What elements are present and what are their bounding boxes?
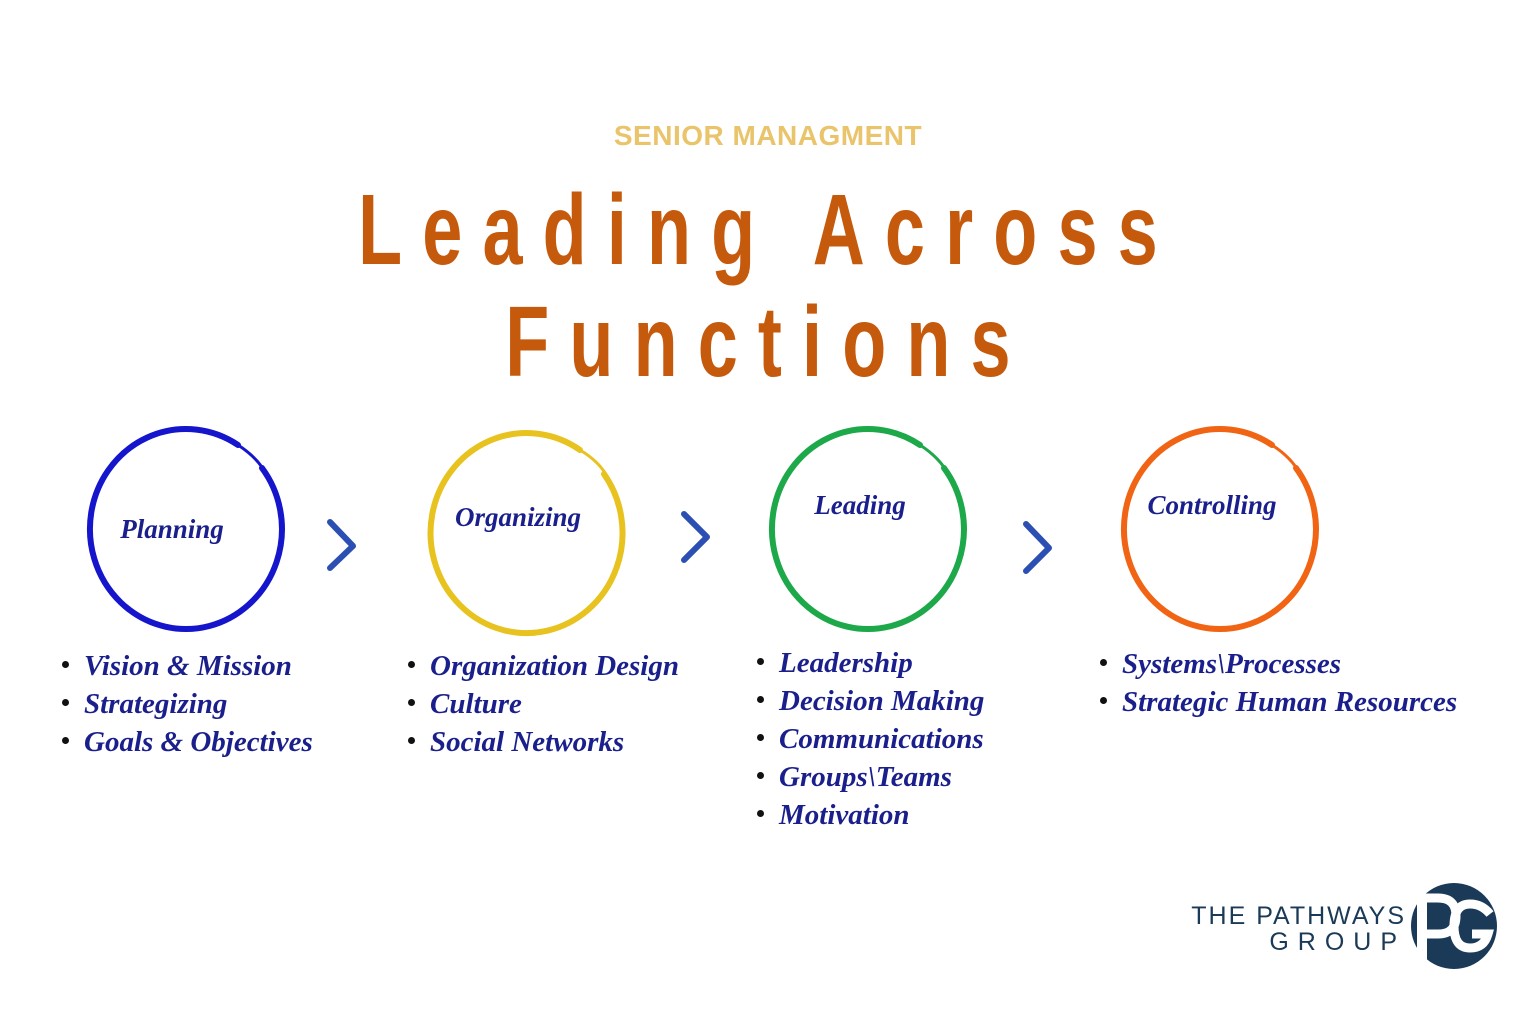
list-item: Decision Making: [757, 682, 984, 720]
main-title-line-1: Leading Across: [358, 174, 1178, 286]
list-item: Strategizing: [62, 685, 313, 723]
stage-label-organizing: Organizing: [454, 502, 582, 532]
list-item: Strategic Human Resources: [1100, 683, 1457, 721]
pathways-logo-icon: [1411, 883, 1497, 969]
planning-items-list: Vision & Mission Strategizing Goals & Ob…: [62, 647, 313, 761]
stage-controlling-circle: [1120, 426, 1319, 633]
list-item: Culture: [408, 685, 679, 723]
logo-text-line-1: THE PATHWAYS: [1191, 902, 1406, 930]
stage-label-controlling: Controlling: [1147, 490, 1277, 520]
list-item: Groups\Teams: [757, 758, 984, 796]
list-item: Motivation: [757, 796, 984, 834]
leading-items-list: Leadership Decision Making Communication…: [757, 644, 984, 834]
process-diagram: [86, 426, 1319, 637]
stage-planning-circle: [86, 426, 285, 633]
logo-text-line-2: GROUP: [1269, 928, 1406, 956]
main-title-line-2: Functions: [505, 286, 1031, 398]
stage-label-planning: Planning: [120, 514, 224, 544]
list-item: Vision & Mission: [62, 647, 313, 685]
stage-leading-circle: [768, 426, 967, 633]
controlling-items-list: Systems\Processes Strategic Human Resour…: [1100, 645, 1457, 721]
stage-organizing-circle: [427, 430, 626, 637]
chevron-right-icon: [1023, 521, 1052, 574]
list-item: Communications: [757, 720, 984, 758]
organizing-items-list: Organization Design Culture Social Netwo…: [408, 647, 679, 761]
list-item: Leadership: [757, 644, 984, 682]
chevron-right-icon: [327, 519, 356, 571]
list-item: Organization Design: [408, 647, 679, 685]
stage-label-leading: Leading: [814, 490, 906, 520]
chevron-right-icon: [681, 511, 710, 563]
list-item: Social Networks: [408, 723, 679, 761]
eyebrow-title: SENIOR MANAGMENT: [613, 120, 923, 151]
list-item: Systems\Processes: [1100, 645, 1457, 683]
list-item: Goals & Objectives: [62, 723, 313, 761]
